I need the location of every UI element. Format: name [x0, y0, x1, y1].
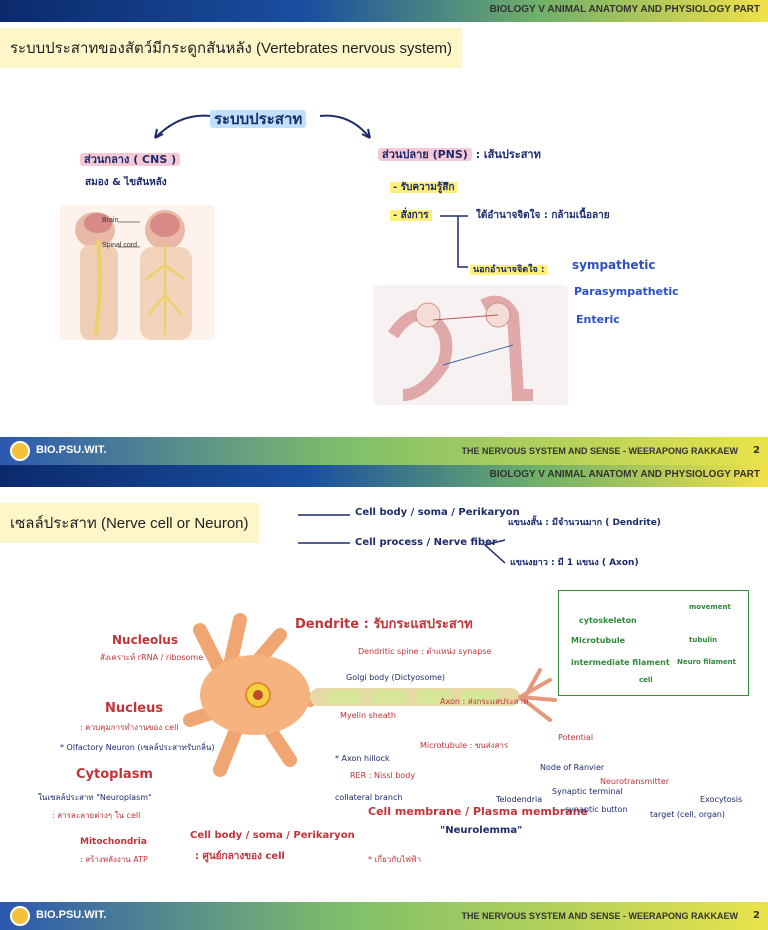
mitochondria-label: Mitochondria — [80, 837, 147, 847]
axon-label: Axon : ส่งกระแสประสาท — [440, 697, 529, 706]
microtubule-axon-label: Microtubule : ขนส่งสาร — [420, 741, 509, 750]
slide-2: BIOLOGY V ANIMAL ANATOMY AND PHYSIOLOGY … — [0, 465, 768, 930]
slide-2-lines — [298, 514, 506, 564]
neurolemma-label: "Neurolemma" — [440, 825, 523, 836]
nucleolus-label: Nucleolus — [112, 633, 178, 647]
axon-branch: แขนงยาว : มี 1 แขนง ( Axon) — [510, 558, 639, 568]
brand-text: BIO.PSU.WIT. — [36, 909, 107, 921]
rer-label: RER : Nissl body — [350, 771, 416, 780]
page-number: 2 — [753, 445, 760, 456]
target-label: target (cell, organ) — [650, 810, 726, 819]
spine-label: Dendritic spine : ตำแหน่ง synapse — [358, 647, 492, 656]
membrane-label: Cell membrane / Plasma membrane — [368, 805, 588, 818]
telodendria-label: Telodendria — [496, 795, 543, 804]
motor-bracket — [440, 215, 468, 268]
slide-1: BIOLOGY V ANIMAL ANATOMY AND PHYSIOLOGY … — [0, 0, 768, 465]
cytoskeleton-label: cytoskeleton — [579, 616, 637, 625]
hillock-label: * Axon hillock — [335, 754, 390, 763]
filament-label: intermediate filament — [571, 658, 670, 667]
cord-label: Spinal cord — [102, 242, 138, 249]
cytoplasm-label: Cytoplasm — [76, 767, 153, 782]
cytoskeleton-box: cytoskeleton movement Microtubule tubuli… — [558, 590, 749, 696]
neurotransmitter-label: Neurotransmitter — [600, 777, 670, 786]
synaptic-terminal-label: Synaptic terminal — [552, 787, 623, 796]
node-label: Node of Ranvier — [540, 763, 605, 772]
university-logo — [10, 906, 30, 926]
olfactory-note: * Olfactory Neuron (เซลล์ประสาทรับกลิ่น) — [60, 743, 215, 752]
voluntary-label: ใต้อำนาจจิตใจ : กล้ามเนื้อลาย — [476, 210, 610, 221]
footer-title: THE NERVOUS SYSTEM AND SENSE - WEERAPONG… — [461, 911, 738, 921]
slide-1-title: ระบบประสาทของสัตว์มีกระดูกสันหลัง (Verte… — [0, 28, 462, 68]
header-bar: BIOLOGY V ANIMAL ANATOMY AND PHYSIOLOGY … — [0, 0, 768, 22]
cell-process-header: Cell process / Nerve fiber — [355, 537, 497, 548]
page-number: 2 — [753, 910, 760, 921]
parasympathetic-label: Parasympathetic — [574, 285, 679, 298]
course-title: BIOLOGY V ANIMAL ANATOMY AND PHYSIOLOGY … — [489, 4, 760, 15]
pns-illustration — [373, 285, 568, 405]
potential-label: Potential — [558, 733, 594, 742]
branch-arrows — [154, 114, 371, 139]
root-node: ระบบประสาท — [210, 107, 307, 131]
neuron-illustration — [183, 613, 557, 777]
collateral-label: collateral branch — [335, 793, 403, 802]
cell-body-bottom: Cell body / soma / Perikaryon — [190, 830, 355, 841]
exocytosis-label: Exocytosis — [700, 795, 743, 804]
movement-label: movement — [689, 603, 731, 611]
brand-text: BIO.PSU.WIT. — [36, 444, 107, 456]
brain-label: Brain — [102, 217, 119, 224]
cns-sub: สมอง & ไขสันหลัง — [85, 177, 167, 188]
enteric-label: Enteric — [576, 313, 620, 326]
electric-note: * เกี่ยวกับไฟฟ้า — [368, 855, 422, 864]
golgi-label: Golgi body (Dictyosome) — [346, 673, 446, 682]
footer-bar: BIO.PSU.WIT. THE NERVOUS SYSTEM AND SENS… — [0, 902, 768, 930]
slide-2-title: เซลล์ประสาท (Nerve cell or Neuron) — [0, 503, 259, 543]
footer-bar: BIO.PSU.WIT. THE NERVOUS SYSTEM AND SENS… — [0, 437, 768, 465]
university-logo — [10, 441, 30, 461]
motor-label: - สั่งการ — [390, 208, 432, 223]
course-title: BIOLOGY V ANIMAL ANATOMY AND PHYSIOLOGY … — [489, 469, 760, 480]
synaptic-button-label: synaptic button — [565, 805, 628, 814]
involuntary-label: นอกอำนาจจิตใจ : — [470, 262, 548, 276]
pns-label: ส่วนปลาย (PNS) : เส้นประสาท — [378, 145, 541, 163]
cns-label: ส่วนกลาง ( CNS ) — [80, 150, 181, 168]
header-bar: BIOLOGY V ANIMAL ANATOMY AND PHYSIOLOGY … — [0, 465, 768, 487]
neuroplasm-note: ในเซลล์ประสาท "Neuroplasm" — [38, 793, 152, 802]
cell-body-note: : ศูนย์กลางของ cell — [195, 851, 285, 862]
dendrite-branch: แขนงสั้น : มีจำนวนมาก ( Dendrite) — [508, 518, 661, 528]
cell-body-header: Cell body / soma / Perikaryon — [355, 507, 520, 518]
nucleus-note: : ควบคุมการทำงานของ cell — [80, 723, 179, 732]
cytoplasm-note: : สารละลายต่างๆ ใน cell — [52, 811, 141, 820]
myelin-label: Myelin sheath — [340, 711, 396, 720]
sense-label: - รับความรู้สึก — [390, 180, 458, 195]
nucleolus-note: สังเคราะห์ rRNA / ribosome — [100, 653, 204, 662]
sympathetic-label: sympathetic — [572, 258, 656, 272]
microtubule-label: Microtubule — [571, 636, 625, 645]
nucleus-label: Nucleus — [105, 701, 164, 716]
cell-label: cell — [639, 676, 653, 684]
mito-note: : สร้างพลังงาน ATP — [80, 855, 148, 864]
dendrite-title: Dendrite : รับกระแสประสาท — [295, 617, 473, 632]
tubulin-label: tubulin — [689, 636, 718, 644]
footer-title: THE NERVOUS SYSTEM AND SENSE - WEERAPONG… — [461, 446, 738, 456]
cns-illustration: Brain Spinal cord — [60, 205, 215, 340]
neurofilament-label: Neuro filament — [677, 658, 736, 666]
